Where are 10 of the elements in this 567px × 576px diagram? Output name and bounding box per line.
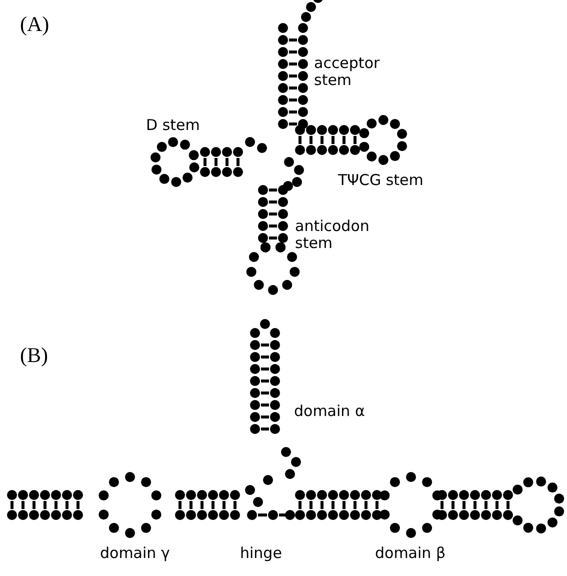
domain-label: domain β	[375, 545, 446, 562]
domain-label: hinge	[240, 545, 282, 562]
stem-label: acceptor stem	[314, 55, 381, 89]
stem-label: TΨCG stem	[338, 172, 424, 189]
panel-label: (A)	[20, 12, 50, 37]
stem-label: D stem	[146, 117, 200, 134]
domain-label: domain γ	[100, 545, 170, 562]
domain-label: domain α	[294, 403, 365, 420]
stem-label: anticodon stem	[295, 218, 370, 252]
panel-label: (B)	[20, 343, 48, 368]
